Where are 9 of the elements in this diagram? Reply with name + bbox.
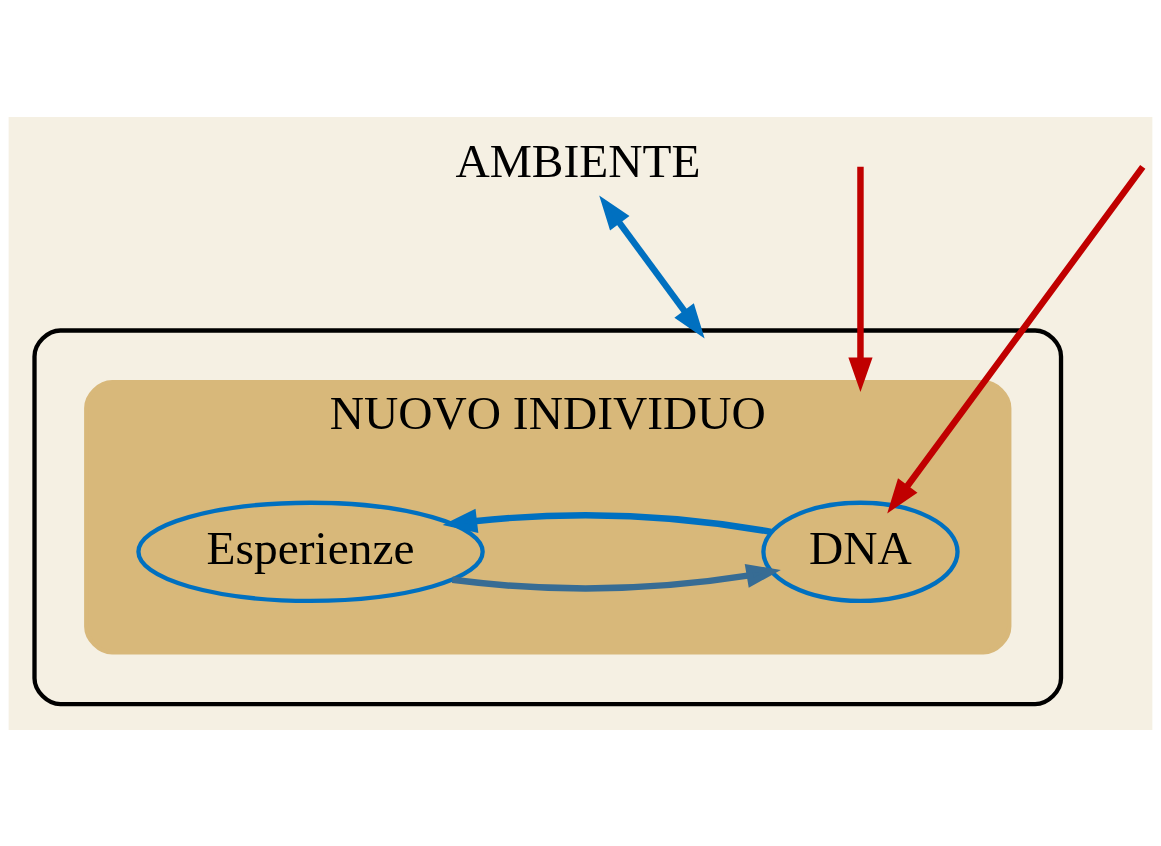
node-text: AMBIENTE — [455, 134, 701, 187]
arrow — [599, 194, 705, 338]
arrow — [442, 508, 772, 535]
arrow — [451, 563, 781, 592]
cluster — [32, 327, 1064, 706]
arrow — [848, 166, 873, 392]
node-ellipse: DNA — [761, 500, 960, 603]
arrow — [887, 164, 1146, 513]
node-ellipse: Esperienze — [136, 500, 485, 603]
